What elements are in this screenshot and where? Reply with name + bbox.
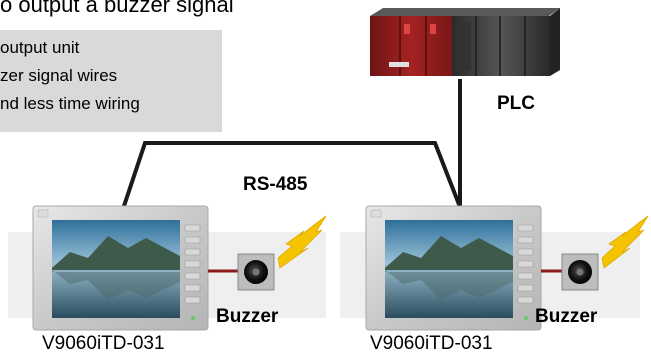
buzzer-icon xyxy=(561,253,599,291)
rs485-cable xyxy=(120,141,462,213)
buzzer-label: Buzzer xyxy=(216,306,279,327)
buzzer-icon xyxy=(237,253,275,291)
note-line: zer signal wires xyxy=(0,66,118,85)
note-line: nd less time wiring xyxy=(0,94,140,113)
lightning-icon xyxy=(601,215,649,269)
buzzer-label: Buzzer xyxy=(535,306,598,327)
feature-note-box: output unit zer signal wires nd less tim… xyxy=(0,30,222,132)
note-line: output unit xyxy=(0,38,80,57)
hmi-panel-1 xyxy=(32,205,209,331)
plc-label: PLC xyxy=(497,93,535,114)
model-label: V9060iTD-031 xyxy=(42,333,165,354)
diagram-title: o output a buzzer signal xyxy=(0,0,234,17)
model-label: V9060iTD-031 xyxy=(370,333,493,354)
rs485-label: RS-485 xyxy=(243,174,308,195)
lightning-icon xyxy=(277,215,327,269)
hmi-panel-2 xyxy=(365,205,542,331)
plc-icon xyxy=(370,8,560,76)
